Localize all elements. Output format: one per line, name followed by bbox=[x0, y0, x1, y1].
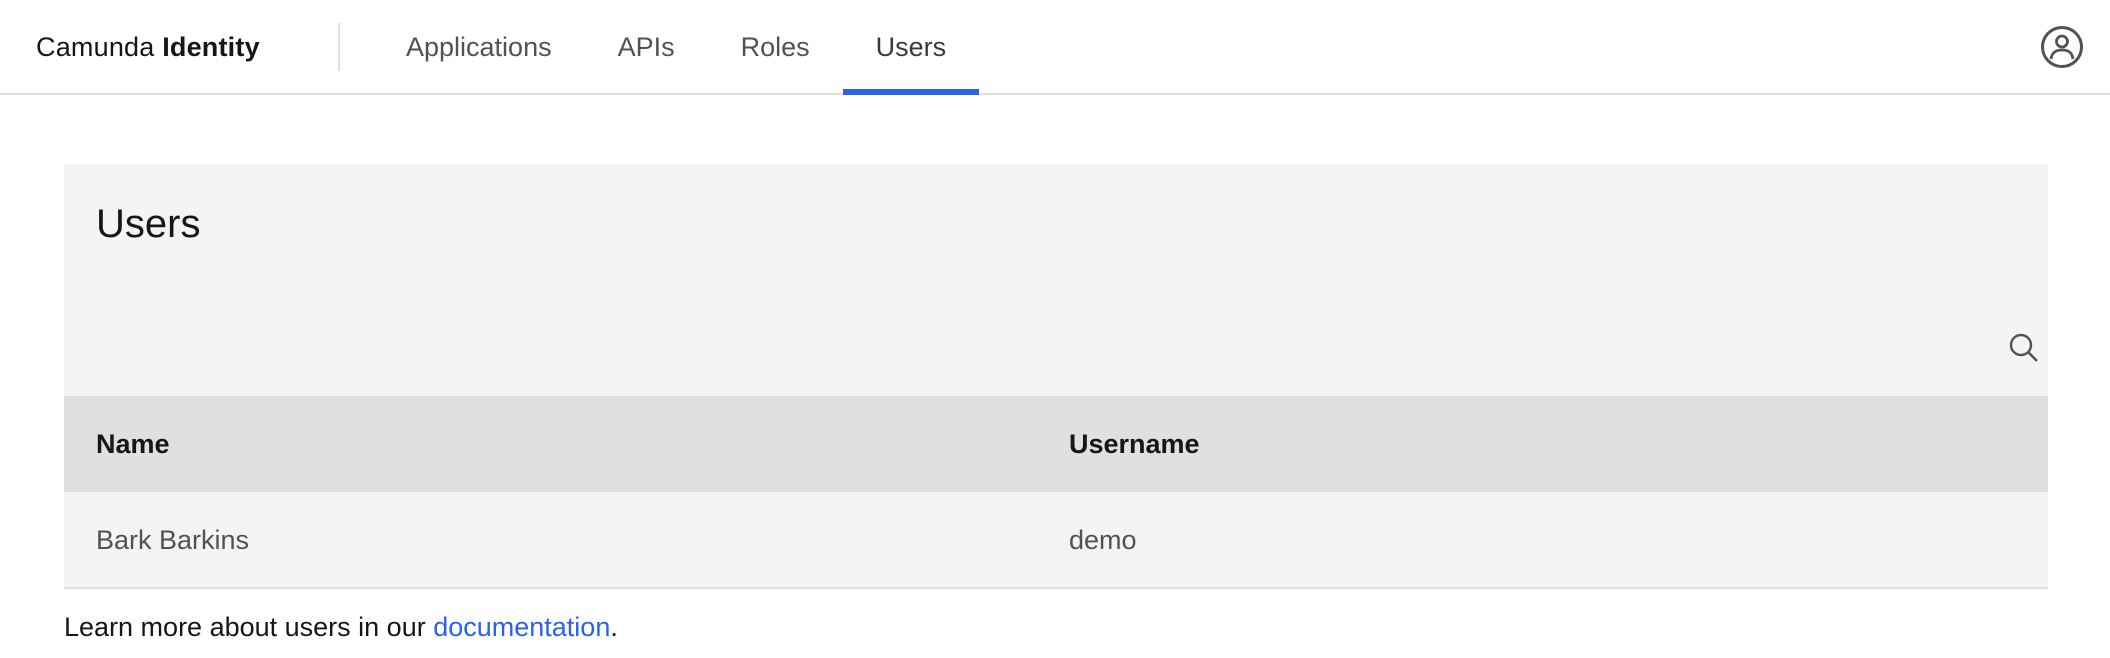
user-avatar-icon[interactable] bbox=[2040, 25, 2084, 69]
tab-roles[interactable]: Roles bbox=[740, 32, 810, 62]
tab-apis[interactable]: APIs bbox=[617, 32, 675, 62]
column-header-username[interactable]: Username bbox=[1069, 429, 1200, 459]
users-panel: Users Name Username Bark Barkins demo bbox=[64, 164, 2048, 589]
app-brand[interactable]: Camunda Identity bbox=[36, 0, 260, 94]
cell-name: Bark Barkins bbox=[96, 525, 250, 555]
documentation-link[interactable]: documentation bbox=[433, 612, 611, 642]
header-divider bbox=[338, 23, 340, 71]
documentation-note: Learn more about users in our documentat… bbox=[64, 612, 618, 643]
tab-applications[interactable]: Applications bbox=[406, 32, 552, 62]
cell-username: demo bbox=[1069, 525, 1137, 555]
tab-users[interactable]: Users bbox=[842, 0, 980, 95]
search-icon[interactable] bbox=[2008, 332, 2040, 364]
brand-product: Identity bbox=[162, 32, 260, 62]
footnote-prefix: Learn more about users in our bbox=[64, 612, 434, 642]
table-header: Name Username bbox=[64, 396, 2048, 492]
page-title: Users bbox=[96, 202, 201, 246]
main-nav: Applications APIs Roles Users bbox=[373, 0, 980, 95]
brand-prefix: Camunda bbox=[36, 32, 155, 62]
table-row[interactable]: Bark Barkins demo bbox=[64, 492, 2048, 588]
top-navigation-bar: Camunda Identity Applications APIs Roles… bbox=[0, 0, 2110, 95]
footnote-suffix: . bbox=[610, 612, 618, 642]
column-header-name[interactable]: Name bbox=[96, 429, 170, 459]
